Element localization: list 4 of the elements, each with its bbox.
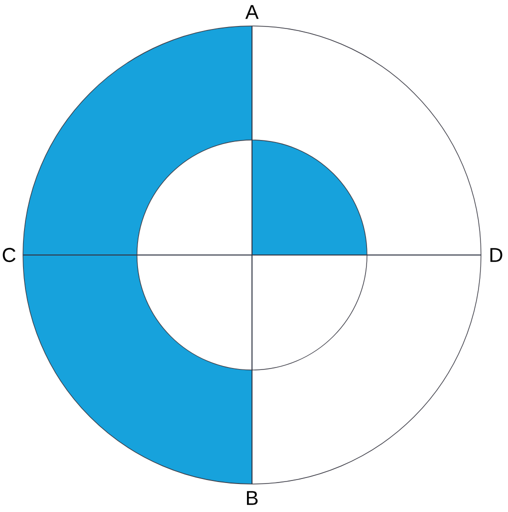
point-label: A (245, 5, 259, 19)
point-label: B (246, 491, 258, 505)
point-label: D (490, 248, 502, 262)
point-label: C (2, 248, 16, 262)
